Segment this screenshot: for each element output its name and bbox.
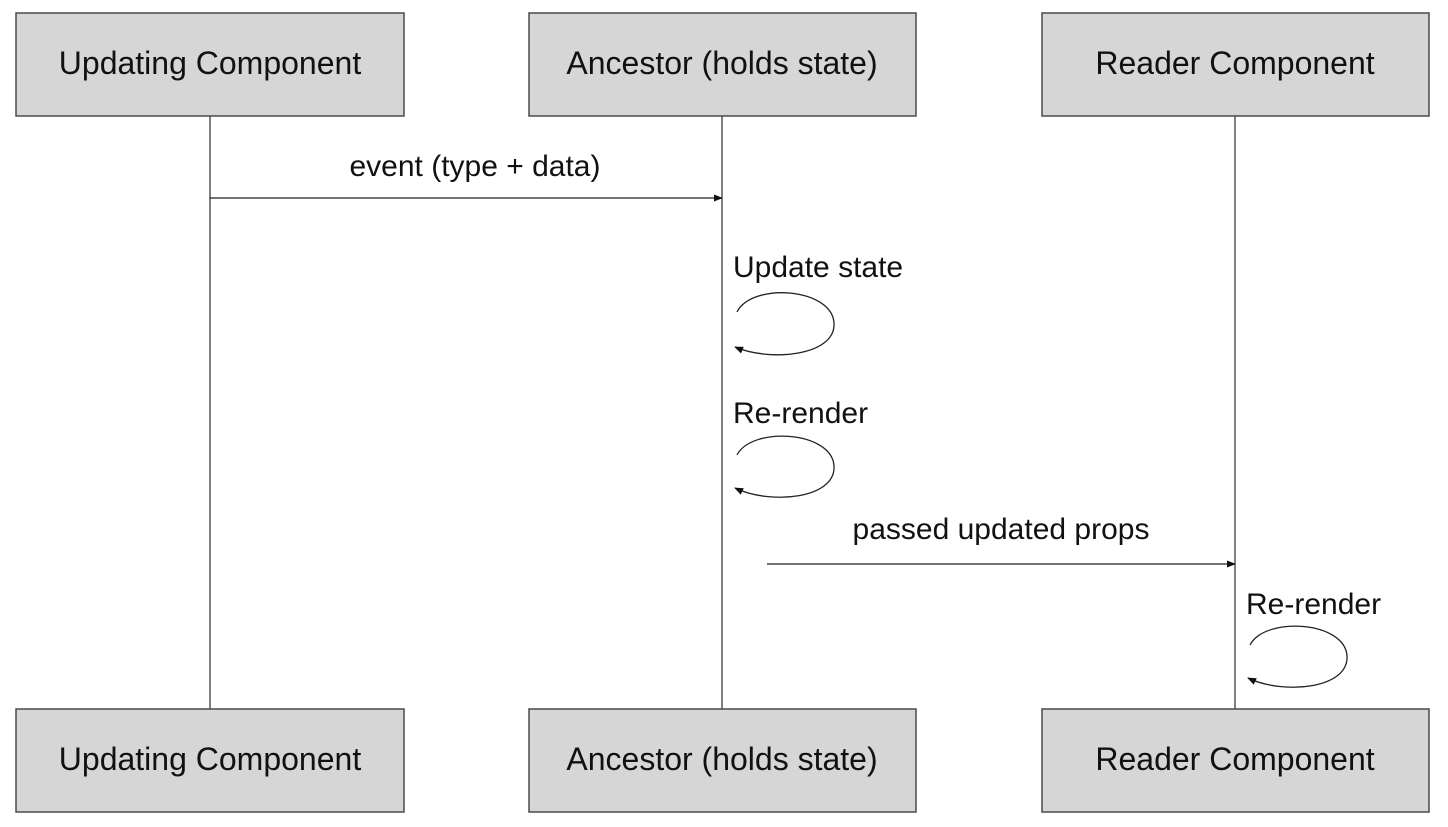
participant-box-reader-bottom: Reader Component — [1041, 708, 1430, 813]
participant-label: Reader Component — [1095, 45, 1374, 81]
participant-box-updating-top: Updating Component — [15, 12, 405, 117]
participant-box-ancestor-bottom: Ancestor (holds state) — [528, 708, 917, 813]
message-event: event (type + data) — [210, 150, 723, 202]
participant-box-updating-bottom: Updating Component — [15, 708, 405, 813]
participant-label: Ancestor (holds state) — [566, 45, 877, 81]
participant-box-ancestor-top: Ancestor (holds state) — [528, 12, 917, 117]
participant-label: Reader Component — [1095, 741, 1374, 777]
message-label: event (type + data) — [350, 150, 601, 183]
message-label: Re-render — [733, 397, 868, 430]
participant-label: Updating Component — [59, 741, 362, 777]
self-loop-arrow — [734, 292, 835, 356]
self-loop-arrow — [734, 435, 835, 498]
message-props: passed updated props — [767, 513, 1236, 568]
self-loop-arrow — [1247, 625, 1348, 688]
participant-label: Ancestor (holds state) — [566, 741, 877, 777]
self-message-rerender-ancestor: Re-render — [733, 397, 868, 498]
message-label: passed updated props — [853, 513, 1150, 546]
participant-box-reader-top: Reader Component — [1041, 12, 1430, 117]
message-label: Re-render — [1246, 588, 1381, 621]
self-message-update-state: Update state — [733, 251, 903, 356]
participant-label: Updating Component — [59, 45, 362, 81]
self-message-rerender-reader: Re-render — [1246, 588, 1381, 688]
message-label: Update state — [733, 251, 903, 284]
